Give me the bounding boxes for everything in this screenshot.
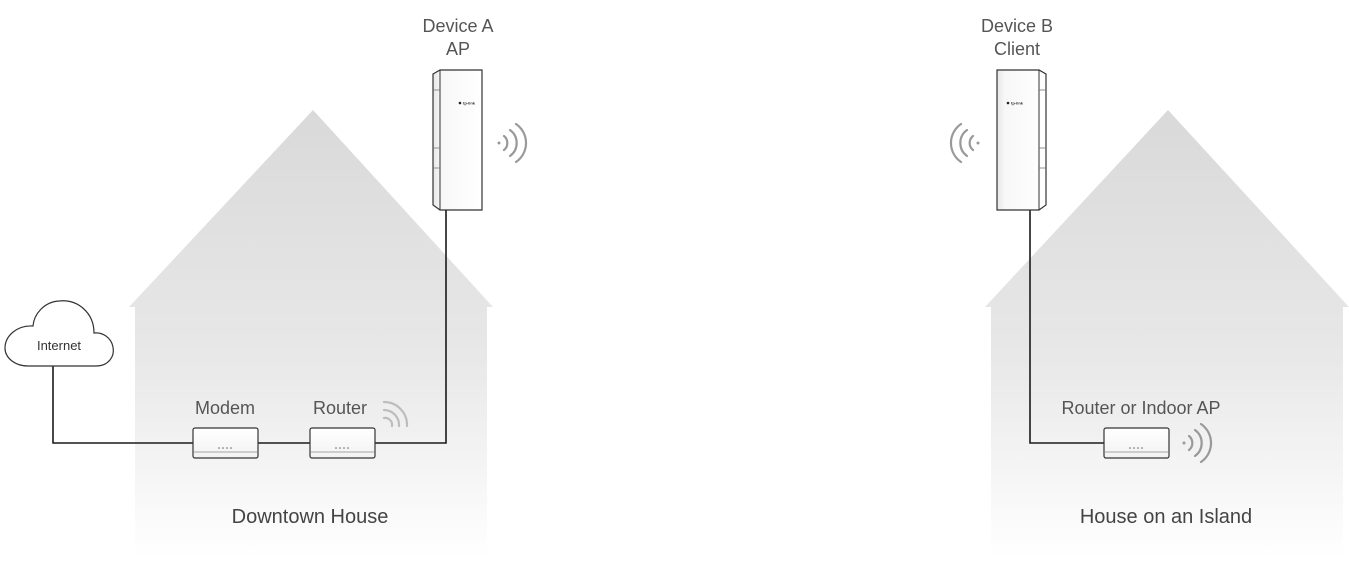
device-b-wifi-icon [949, 122, 980, 164]
device-b-role: Client [994, 39, 1040, 59]
device-b-name: Device B [981, 16, 1053, 36]
indoor-router-wifi-icon [1182, 422, 1213, 464]
cable-internet-modem [52, 364, 193, 444]
cable-device-b-router [1029, 210, 1104, 444]
device-b-logo: tp-link [1011, 101, 1024, 106]
cable-router-device-a [375, 210, 447, 444]
indoor-router-device [1103, 427, 1170, 459]
device-b-cpe: tp-link [996, 69, 1047, 211]
router-wifi-icon [382, 400, 409, 428]
internet-label: Internet [37, 338, 81, 353]
device-a-role: AP [446, 39, 470, 59]
device-a-name: Device A [422, 16, 493, 36]
device-a-cpe: tp-link [432, 69, 483, 211]
router-or-ap-label: Router or Indoor AP [1061, 398, 1220, 418]
house-right-caption: House on an Island [1080, 506, 1252, 528]
modem-label: Modem [195, 398, 255, 418]
house-right [985, 110, 1349, 560]
modem-device [192, 427, 259, 459]
device-a-wifi-icon [497, 122, 528, 164]
device-a-logo: tp-link [463, 101, 476, 106]
internet-cloud-icon: Internet [4, 300, 114, 367]
router-device [309, 427, 376, 459]
house-left-caption: Downtown House [232, 506, 389, 528]
router-label: Router [313, 398, 367, 418]
cables [52, 210, 1104, 444]
